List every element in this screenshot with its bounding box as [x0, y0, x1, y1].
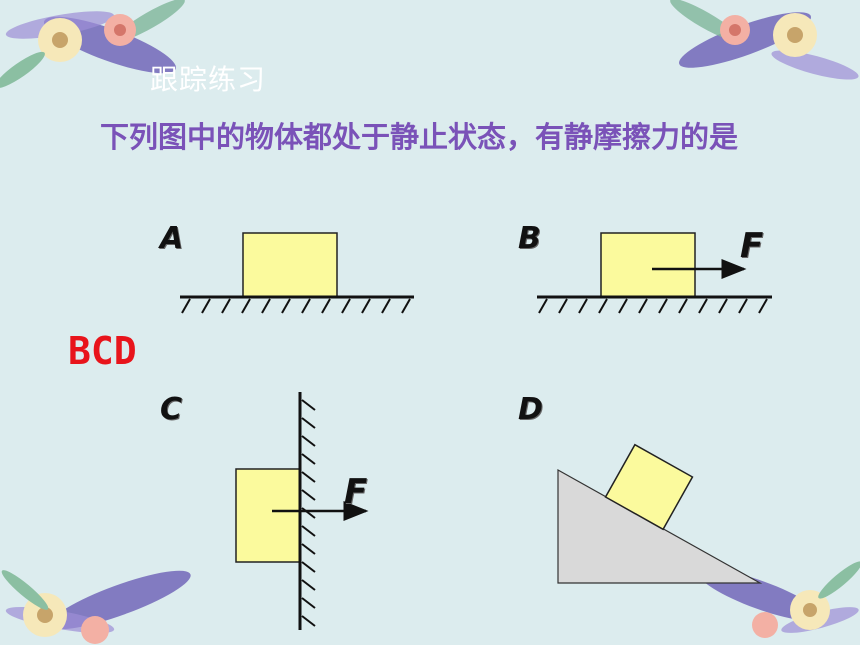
figure-a-ground-hatching — [181, 298, 411, 314]
figure-a — [180, 232, 414, 314]
figure-c-label: C — [160, 392, 183, 427]
question-text: 下列图中的物体都处于静止状态，有静摩擦力的是 — [100, 120, 739, 154]
floral-decoration-bottom-left — [1, 570, 191, 644]
figure-b-force-label: F — [740, 226, 764, 266]
figure-d-label: D — [518, 392, 543, 427]
slide-heading: 跟踪练习 — [150, 63, 267, 96]
figure-a-label: A — [160, 221, 184, 256]
figure-b-label: B — [518, 221, 541, 256]
figure-c-block — [235, 468, 301, 563]
figure-b-ground-hatching — [538, 298, 768, 314]
figure-c-force-label: F — [344, 472, 368, 512]
figure-a-block — [242, 232, 338, 298]
floral-decoration-top-left — [0, 0, 185, 89]
answer-text: BCD — [68, 329, 137, 373]
figure-d-block — [604, 443, 694, 531]
floral-decoration-top-right — [670, 0, 859, 80]
figure-b — [537, 232, 772, 314]
figure-d — [557, 443, 763, 584]
figure-c — [235, 392, 369, 630]
figure-b-block — [600, 232, 696, 298]
figure-c-wall-hatching — [301, 399, 316, 627]
